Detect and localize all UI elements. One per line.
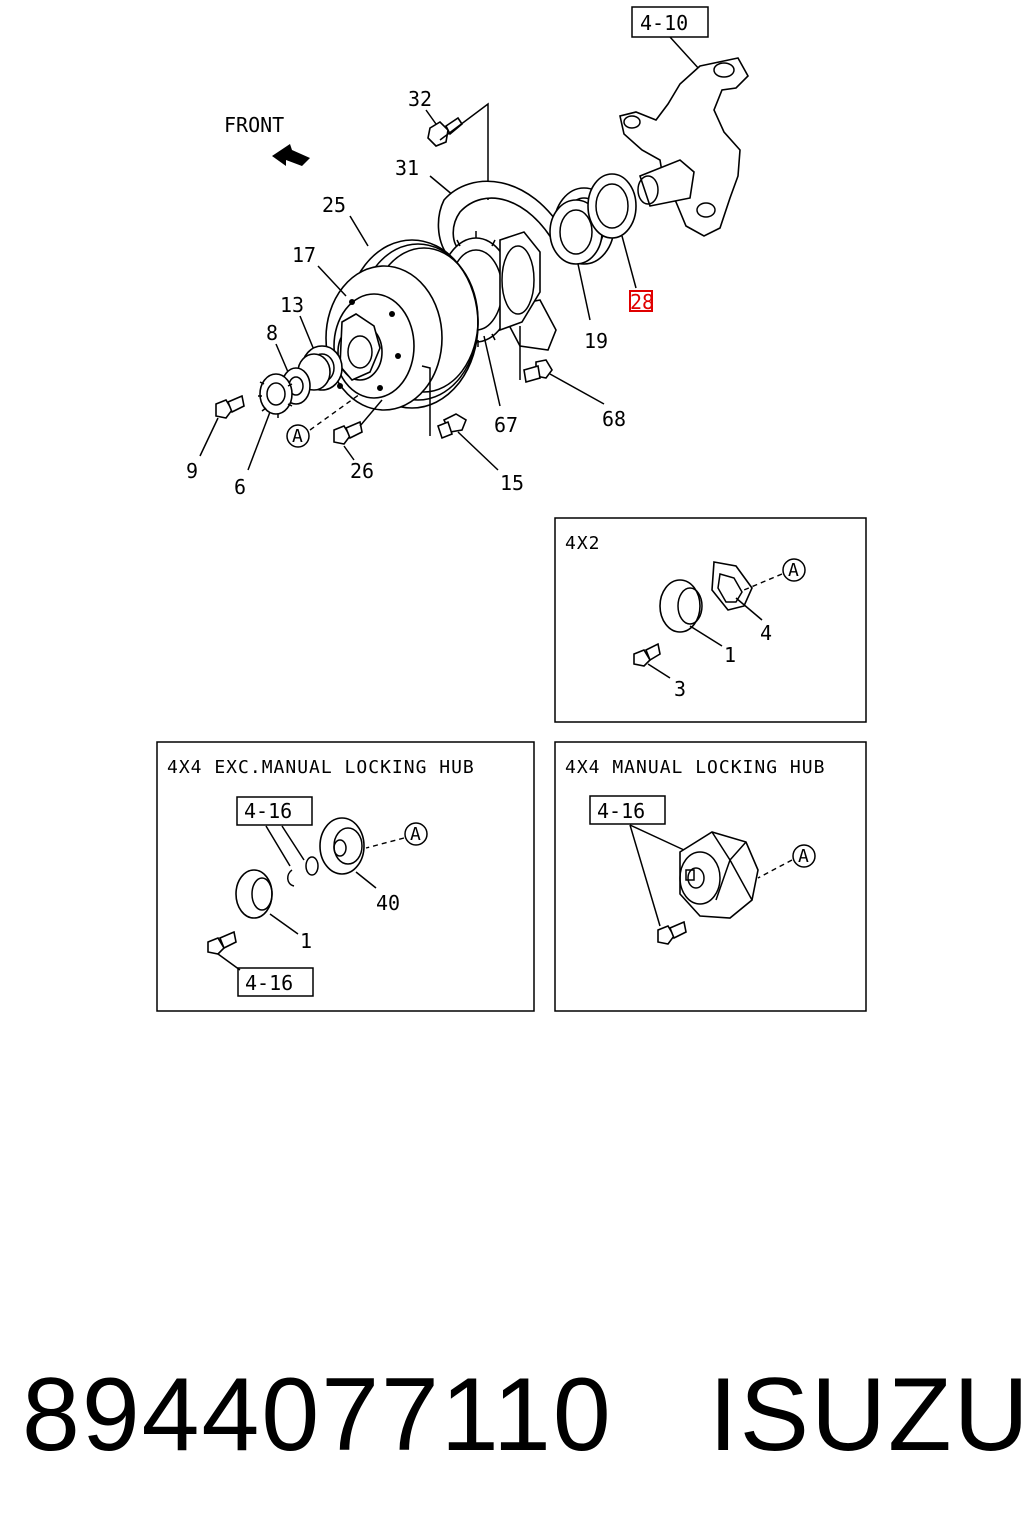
inset-exc-manual-ref-top: [236, 796, 313, 826]
marker-a-main-label: A: [292, 426, 303, 447]
seal-28: [587, 173, 637, 239]
inset-manual-frame: [554, 741, 867, 1012]
svg-text:A: A: [410, 824, 421, 845]
stud-15: [437, 413, 467, 440]
marker-a-main: [286, 424, 310, 448]
inset-exc-manual-title: 4X4 EXC.MANUAL LOCKING HUB: [167, 757, 475, 778]
inset-4x2-label-3: 3: [674, 677, 686, 701]
svg-text:4-16: 4-16: [597, 799, 645, 823]
manual-locking-hub: [679, 831, 759, 919]
part-number: 8944077110: [22, 1357, 613, 1473]
svg-text:A: A: [788, 560, 799, 581]
inset-exc-manual-frame: [156, 741, 535, 1012]
callout-9: 9: [186, 459, 198, 483]
callout-6: 6: [234, 475, 246, 499]
marker-a-exc: [404, 822, 428, 846]
callout-25: 25: [322, 193, 346, 217]
inset-manual: 4X4 MANUAL LOCKING HUB 4-16 A: [554, 741, 867, 1012]
callout-68: 68: [602, 407, 626, 431]
inset-4x2: 4X2 A 4 1 3: [554, 517, 867, 723]
bolt-9: [215, 394, 245, 419]
cap-1-exc: [235, 869, 273, 919]
marker-a-manual: [792, 844, 816, 868]
callout-26: 26: [350, 459, 374, 483]
callout-67: 67: [494, 413, 518, 437]
svg-text:4-16: 4-16: [245, 971, 293, 995]
svg-text:A: A: [798, 846, 809, 867]
hub-17: [333, 293, 415, 399]
highlight-28: [629, 290, 653, 312]
ref-box-4-10-label: 4-10: [640, 11, 688, 35]
snap-ring: [287, 869, 295, 887]
hub-40: [319, 817, 365, 875]
inset-exc-manual: 4X4 EXC.MANUAL LOCKING HUB 4-16 A 40 1 4…: [156, 741, 535, 1012]
inset-manual-title: 4X4 MANUAL LOCKING HUB: [565, 757, 825, 778]
inset-4x2-frame: [554, 517, 867, 723]
inset-4x2-label-1: 1: [724, 643, 736, 667]
flange-6: [258, 373, 293, 418]
inset-4x2-title: 4X2: [565, 533, 601, 554]
callout-17: 17: [292, 243, 316, 267]
callout-19: 19: [584, 329, 608, 353]
bolt-26: [333, 420, 363, 445]
marker-a-4x2: [782, 558, 806, 582]
front-label: FRONT: [224, 113, 284, 137]
bolt-68: [523, 359, 553, 384]
brand-name: ISUZU: [708, 1357, 1024, 1473]
inset-4x2-label-4: 4: [760, 621, 772, 645]
bolt-manual: [657, 920, 687, 945]
bolt-exc: [207, 930, 237, 955]
svg-text:4-16: 4-16: [244, 799, 292, 823]
callout-8: 8: [266, 321, 278, 345]
callout-28: 28: [630, 290, 654, 314]
washer: [305, 856, 319, 876]
callout-13: 13: [280, 293, 304, 317]
front-arrow-icon: [272, 144, 310, 166]
bolt-32: [427, 116, 464, 147]
cap-1: [659, 579, 701, 633]
steering-knuckle: [619, 57, 749, 237]
inset-exc-label-40: 40: [376, 891, 400, 915]
callout-31: 31: [395, 156, 419, 180]
inset-exc-manual-ref-bottom: [237, 967, 314, 997]
inset-exc-label-1: 1: [300, 929, 312, 953]
callout-15: 15: [500, 471, 524, 495]
part-caption: 8944077110 ISUZU: [22, 1350, 1024, 1480]
callout-32: 32: [408, 87, 432, 111]
bolt-3: [633, 642, 661, 667]
inset-manual-ref: [589, 795, 666, 825]
